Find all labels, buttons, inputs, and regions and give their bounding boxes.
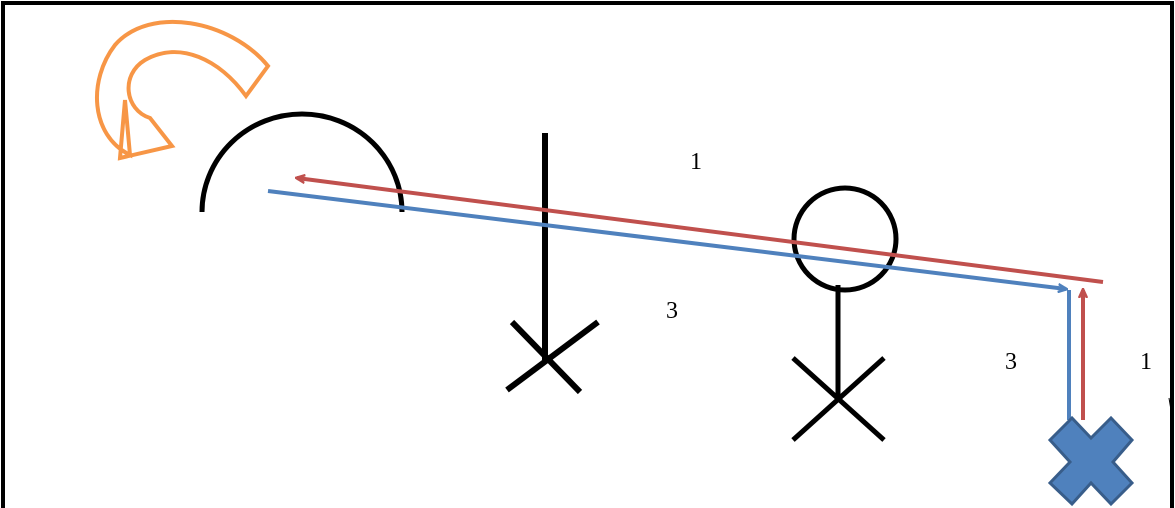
label-right-blue: 3 [1005,349,1017,375]
goal-arc [199,111,405,213]
u-turn-arrow-icon [95,19,271,161]
start-cross-icon [1047,415,1135,507]
player-figure-line [505,133,600,395]
red-path [297,178,1104,420]
label-right-red: 1 [1140,349,1152,375]
blue-path [267,189,1071,420]
edge-mark [1168,397,1172,411]
label-left-blue: 3 [666,298,678,324]
label-top-red: 1 [690,149,702,175]
player-figure-circle [791,185,899,442]
